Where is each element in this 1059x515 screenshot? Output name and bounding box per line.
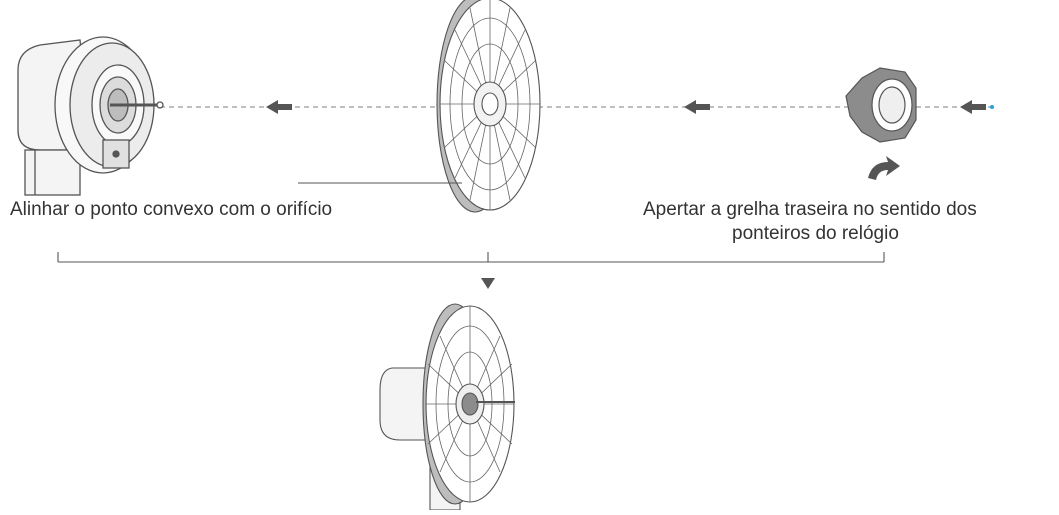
arrow-left-icon xyxy=(266,100,292,114)
assembled-fan xyxy=(379,303,515,511)
rear-grille xyxy=(436,0,541,213)
grille-locking-nut xyxy=(845,67,917,143)
fan-motor-housing xyxy=(17,36,164,196)
rotate-clockwise-icon xyxy=(868,156,900,180)
arrow-left-icon xyxy=(684,100,710,114)
caption-tighten-grille-line1: Apertar a grelha traseira no sentido dos xyxy=(643,199,977,220)
assembly-bracket xyxy=(57,252,885,263)
triangle-down-icon xyxy=(481,278,495,289)
arrow-left-icon xyxy=(960,100,986,114)
caption-tighten-grille-line2: ponteiros do relógio xyxy=(732,223,899,244)
caption-align-convex-point: Alinhar o ponto convexo com o orifício xyxy=(10,199,333,220)
axis-end-dot xyxy=(990,105,994,109)
